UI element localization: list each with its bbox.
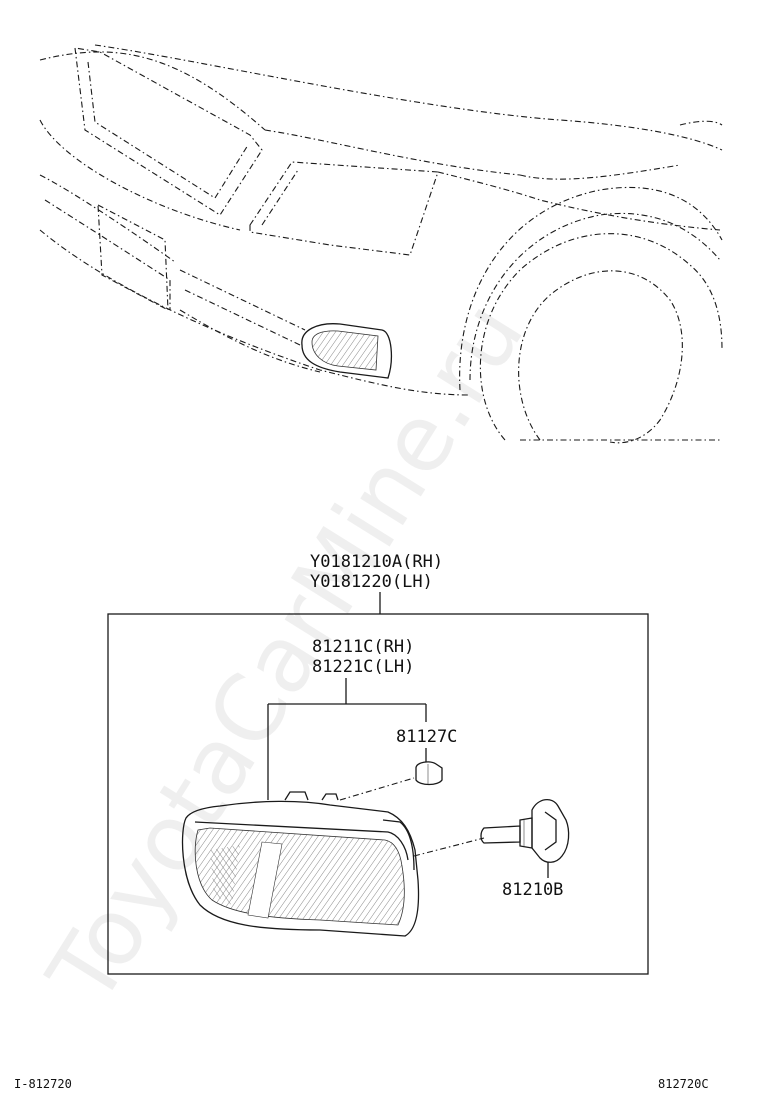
socket-part <box>415 761 443 786</box>
side-marker-lens <box>181 791 420 937</box>
side-marker-on-car <box>301 323 393 379</box>
callout-bulb: 81210B <box>502 880 563 900</box>
footer-right-code: 812720C <box>658 1077 709 1091</box>
callout-assembly-lh: Y0181220(LH) <box>310 572 433 592</box>
callout-assembly-rh: Y0181210A(RH) <box>310 552 443 572</box>
lens-leader-lines <box>267 678 427 800</box>
callout-socket: 81127C <box>396 727 457 747</box>
bulb-dash-line <box>413 837 485 857</box>
car-front-illustration <box>39 44 723 444</box>
footer-left-code: I-812720 <box>14 1077 72 1091</box>
callout-lens-rh: 81211C(RH) <box>312 637 414 657</box>
bulb-part <box>480 799 570 863</box>
callout-lens-lh: 81221C(LH) <box>312 657 414 677</box>
assembly-box <box>107 613 649 975</box>
socket-dash-line <box>339 777 415 801</box>
